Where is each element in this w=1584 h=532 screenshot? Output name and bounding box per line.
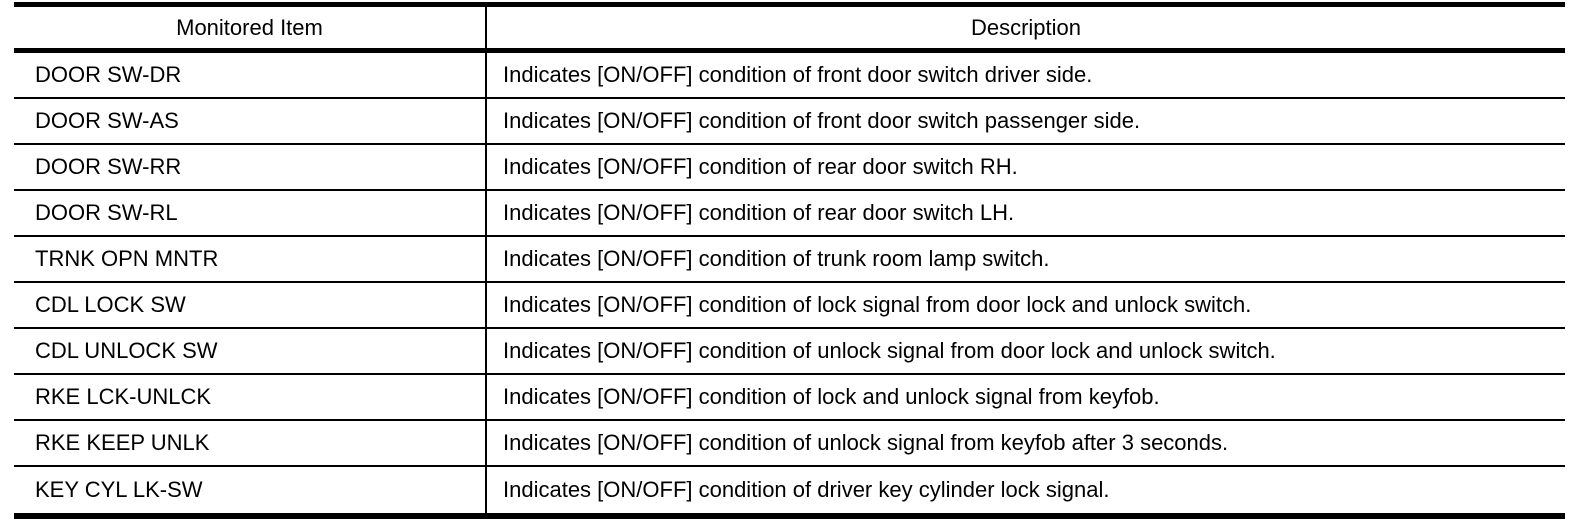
table-row: CDL UNLOCK SW Indicates [ON/OFF] conditi… (14, 329, 1565, 375)
table-row: TRNK OPN MNTR Indicates [ON/OFF] conditi… (14, 237, 1565, 283)
monitored-item-cell: DOOR SW-RR (14, 145, 487, 189)
description-cell: Indicates [ON/OFF] condition of rear doo… (503, 200, 1015, 225)
table-row: DOOR SW-RR Indicates [ON/OFF] condition … (14, 145, 1565, 191)
table-row: CDL LOCK SW Indicates [ON/OFF] condition… (14, 283, 1565, 329)
description-cell: Indicates [ON/OFF] condition of unlock s… (503, 338, 1276, 363)
table-row: DOOR SW-RL Indicates [ON/OFF] condition … (14, 191, 1565, 237)
column-header-description: Description (970, 14, 1082, 40)
description-cell: Indicates [ON/OFF] condition of lock and… (503, 384, 1160, 409)
data-monitor-table: Monitored Item Description DOOR SW-DR In… (14, 2, 1565, 519)
monitored-item-cell: CDL LOCK SW (14, 283, 487, 327)
monitored-item-cell: TRNK OPN MNTR (14, 237, 487, 281)
table-header-row: Monitored Item Description (14, 7, 1565, 53)
table-row: DOOR SW-DR Indicates [ON/OFF] condition … (14, 53, 1565, 99)
monitored-item-cell: DOOR SW-AS (14, 99, 487, 143)
description-cell: Indicates [ON/OFF] condition of unlock s… (503, 430, 1229, 455)
column-header-monitored-item: Monitored Item (14, 7, 487, 48)
table-row: DOOR SW-AS Indicates [ON/OFF] condition … (14, 99, 1565, 145)
description-cell: Indicates [ON/OFF] condition of driver k… (503, 477, 1110, 502)
description-cell: Indicates [ON/OFF] condition of lock sig… (503, 292, 1252, 317)
table-row: RKE LCK-UNLCK Indicates [ON/OFF] conditi… (14, 375, 1565, 421)
description-cell: Indicates [ON/OFF] condition of front do… (503, 62, 1093, 87)
monitored-item-cell: RKE KEEP UNLK (14, 421, 487, 465)
monitored-item-cell: RKE LCK-UNLCK (14, 375, 487, 419)
description-cell: Indicates [ON/OFF] condition of front do… (503, 108, 1141, 133)
description-cell: Indicates [ON/OFF] condition of rear doo… (503, 154, 1018, 179)
description-cell: Indicates [ON/OFF] condition of trunk ro… (503, 246, 1050, 271)
table-row: RKE KEEP UNLK Indicates [ON/OFF] conditi… (14, 421, 1565, 467)
monitored-item-cell: DOOR SW-RL (14, 191, 487, 235)
monitored-item-cell: KEY CYL LK-SW (14, 467, 487, 513)
monitored-item-cell: DOOR SW-DR (14, 53, 487, 97)
monitored-item-cell: CDL UNLOCK SW (14, 329, 487, 373)
table-row: KEY CYL LK-SW Indicates [ON/OFF] conditi… (14, 467, 1565, 513)
